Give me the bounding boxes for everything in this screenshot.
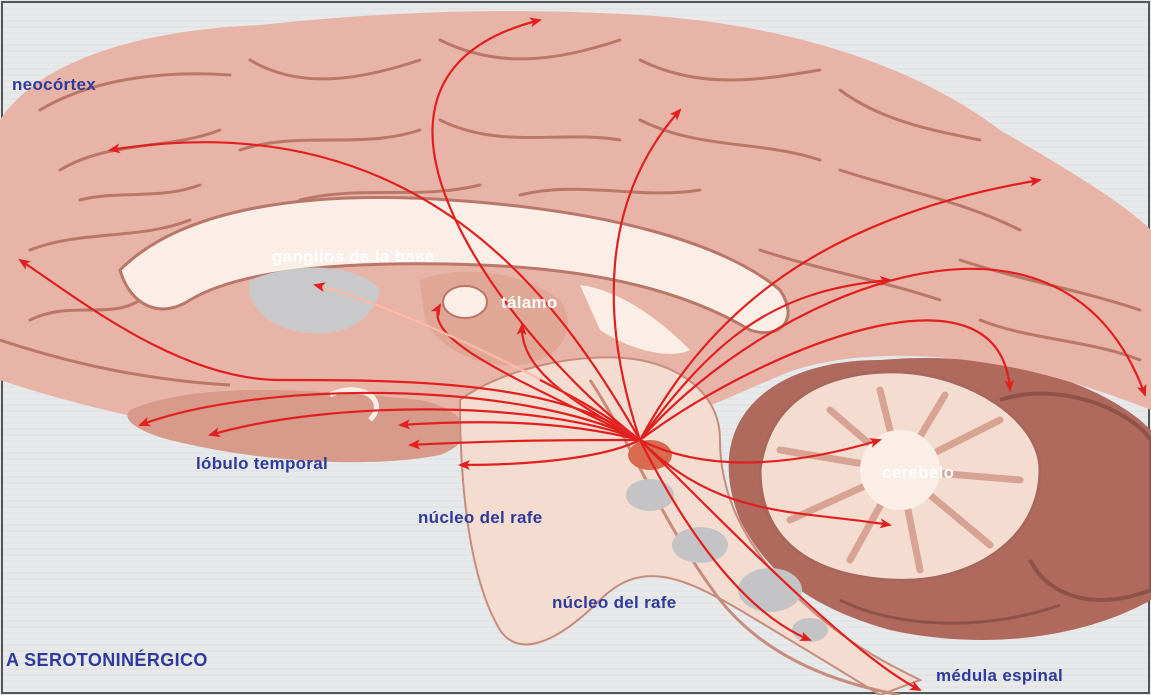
cerebellum-label: cerebelo	[882, 463, 954, 483]
spinal-cord-label: médula espinal	[936, 666, 1063, 686]
neocortex-label: neocórtex	[12, 75, 96, 95]
raphe-nucleus-upper-label: núcleo del rafe	[418, 508, 542, 528]
basal-ganglia-label: ganglios de la base	[272, 247, 435, 267]
temporal-lobe-label: lóbulo temporal	[196, 454, 328, 474]
raphe-nucleus-lower-label: núcleo del rafe	[552, 593, 676, 613]
thalamus-label: tálamo	[501, 293, 558, 313]
title-label: A SEROTONINÉRGICO	[6, 650, 208, 671]
